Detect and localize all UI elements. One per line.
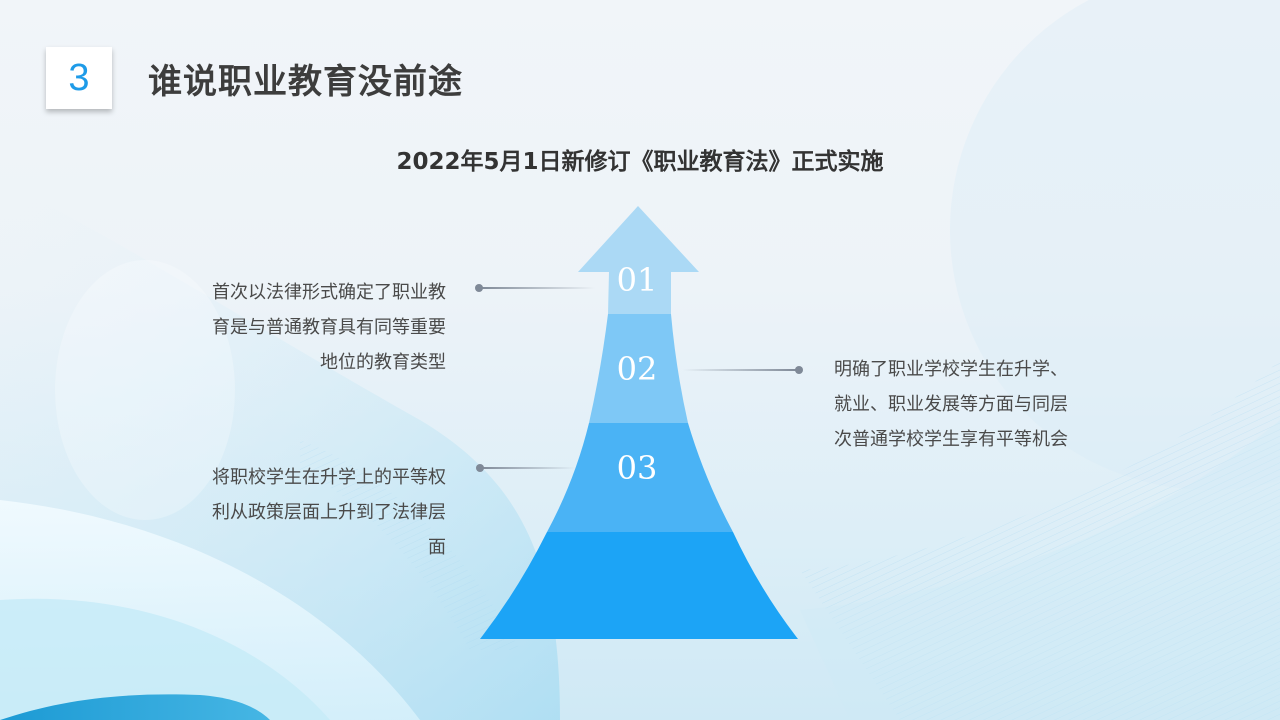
subtitle: 2022年5月1日新修订《职业教育法》正式实施 bbox=[396, 149, 884, 175]
point-03-line-1: 将职校学生在升学上的平等权 bbox=[212, 467, 446, 488]
arrow-head bbox=[578, 206, 699, 314]
step-number-01: 01 bbox=[616, 261, 658, 299]
arrow-band-2 bbox=[589, 314, 688, 423]
point-03-text: 将职校学生在升学上的平等权 利从政策层面上升到了法律层 面 bbox=[164, 460, 446, 565]
connector-dot-01 bbox=[475, 284, 483, 292]
point-02-line-3: 次普通学校学生享有平等机会 bbox=[834, 429, 1068, 450]
point-01-line-1: 首次以法律形式确定了职业教 bbox=[212, 282, 446, 303]
point-01-line-2: 育是与普通教育具有同等重要 bbox=[212, 317, 446, 338]
step-number-03: 03 bbox=[616, 449, 658, 487]
connector-line-03 bbox=[480, 467, 575, 469]
point-03-line-3: 面 bbox=[428, 537, 446, 558]
connector-line-02 bbox=[683, 369, 798, 371]
point-01-line-3: 地位的教育类型 bbox=[320, 352, 446, 373]
connector-line-01 bbox=[480, 287, 595, 289]
arrow-band-3 bbox=[547, 423, 733, 532]
point-02-text: 明确了职业学校学生在升学、 就业、职业发展等方面与同层 次普通学校学生享有平等机… bbox=[834, 352, 1124, 457]
page-title: 谁说职业教育没前途 bbox=[148, 62, 463, 102]
section-number: 3 bbox=[68, 56, 90, 99]
connector-dot-02 bbox=[795, 366, 803, 374]
section-number-badge: 3 bbox=[46, 47, 112, 109]
point-03-line-2: 利从政策层面上升到了法律层 bbox=[212, 502, 446, 523]
point-02-line-2: 就业、职业发展等方面与同层 bbox=[834, 394, 1068, 415]
step-number-02: 02 bbox=[616, 350, 658, 388]
arrow-band-4 bbox=[480, 532, 798, 639]
point-01-text: 首次以法律形式确定了职业教 育是与普通教育具有同等重要 地位的教育类型 bbox=[164, 275, 446, 380]
point-02-line-1: 明确了职业学校学生在升学、 bbox=[834, 359, 1068, 380]
